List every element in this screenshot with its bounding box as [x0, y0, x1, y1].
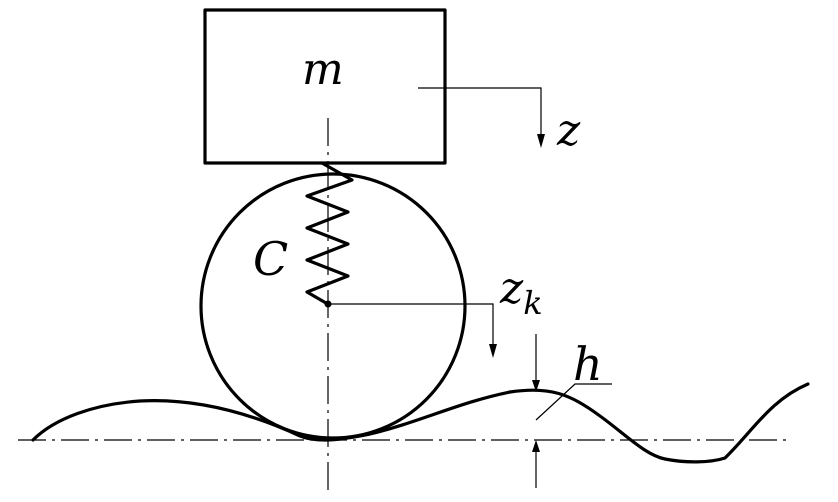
mass-label: m [302, 44, 344, 95]
road-profile [31, 382, 810, 464]
stiffness-label: C [253, 232, 288, 286]
mass-displacement-label: z [556, 105, 581, 156]
wheel-displacement-label: zk [499, 263, 543, 322]
wheel-displacement-label-base: z [499, 263, 524, 314]
spring [305, 161, 354, 305]
wheel-displacement-leader [328, 303, 494, 350]
height-label-leader [535, 383, 612, 421]
height-dimension-arrowhead-top [532, 380, 540, 392]
wheel-circle [199, 172, 467, 440]
wheel-displacement-label-sub: k [523, 284, 542, 322]
height-dimension-arrowhead-bottom [532, 440, 540, 452]
mass-displacement-leader [418, 87, 542, 140]
mass-displacement-arrowhead [537, 134, 545, 148]
wheel-displacement-arrowhead [489, 344, 497, 358]
road-height-label: h [573, 337, 603, 391]
